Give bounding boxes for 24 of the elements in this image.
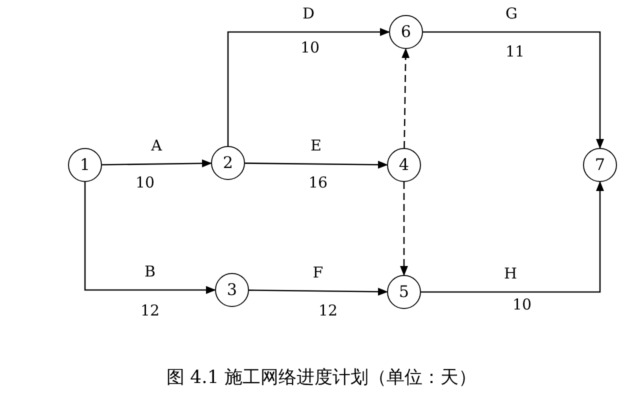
- arrow: [102, 159, 212, 168]
- caption: 图 4.1 施工网络进度计划（单位：天）: [165, 366, 478, 390]
- activity-label: G: [504, 6, 520, 22]
- activity-label: E: [308, 138, 324, 154]
- arrow: [402, 48, 410, 148]
- duration-label: 12: [318, 304, 338, 318]
- duration-label: 10: [300, 40, 320, 56]
- duration-label: 11: [505, 44, 525, 60]
- arrow: [84, 182, 216, 294]
- activity-label: A: [149, 138, 164, 154]
- arrow: [400, 182, 408, 276]
- activity-label: D: [300, 6, 317, 22]
- activity-label: B: [142, 264, 158, 280]
- duration-label: 16: [308, 176, 328, 190]
- arrow: [421, 181, 604, 293]
- activity-label: F: [310, 266, 326, 280]
- arrow: [249, 288, 388, 296]
- duration-label: 12: [140, 304, 160, 318]
- activity-label: H: [502, 266, 520, 282]
- arrow: [227, 28, 390, 146]
- duration-label: 10: [135, 176, 155, 190]
- arrow: [245, 160, 388, 169]
- arrow: [423, 31, 604, 149]
- duration-label: 10: [512, 298, 532, 312]
